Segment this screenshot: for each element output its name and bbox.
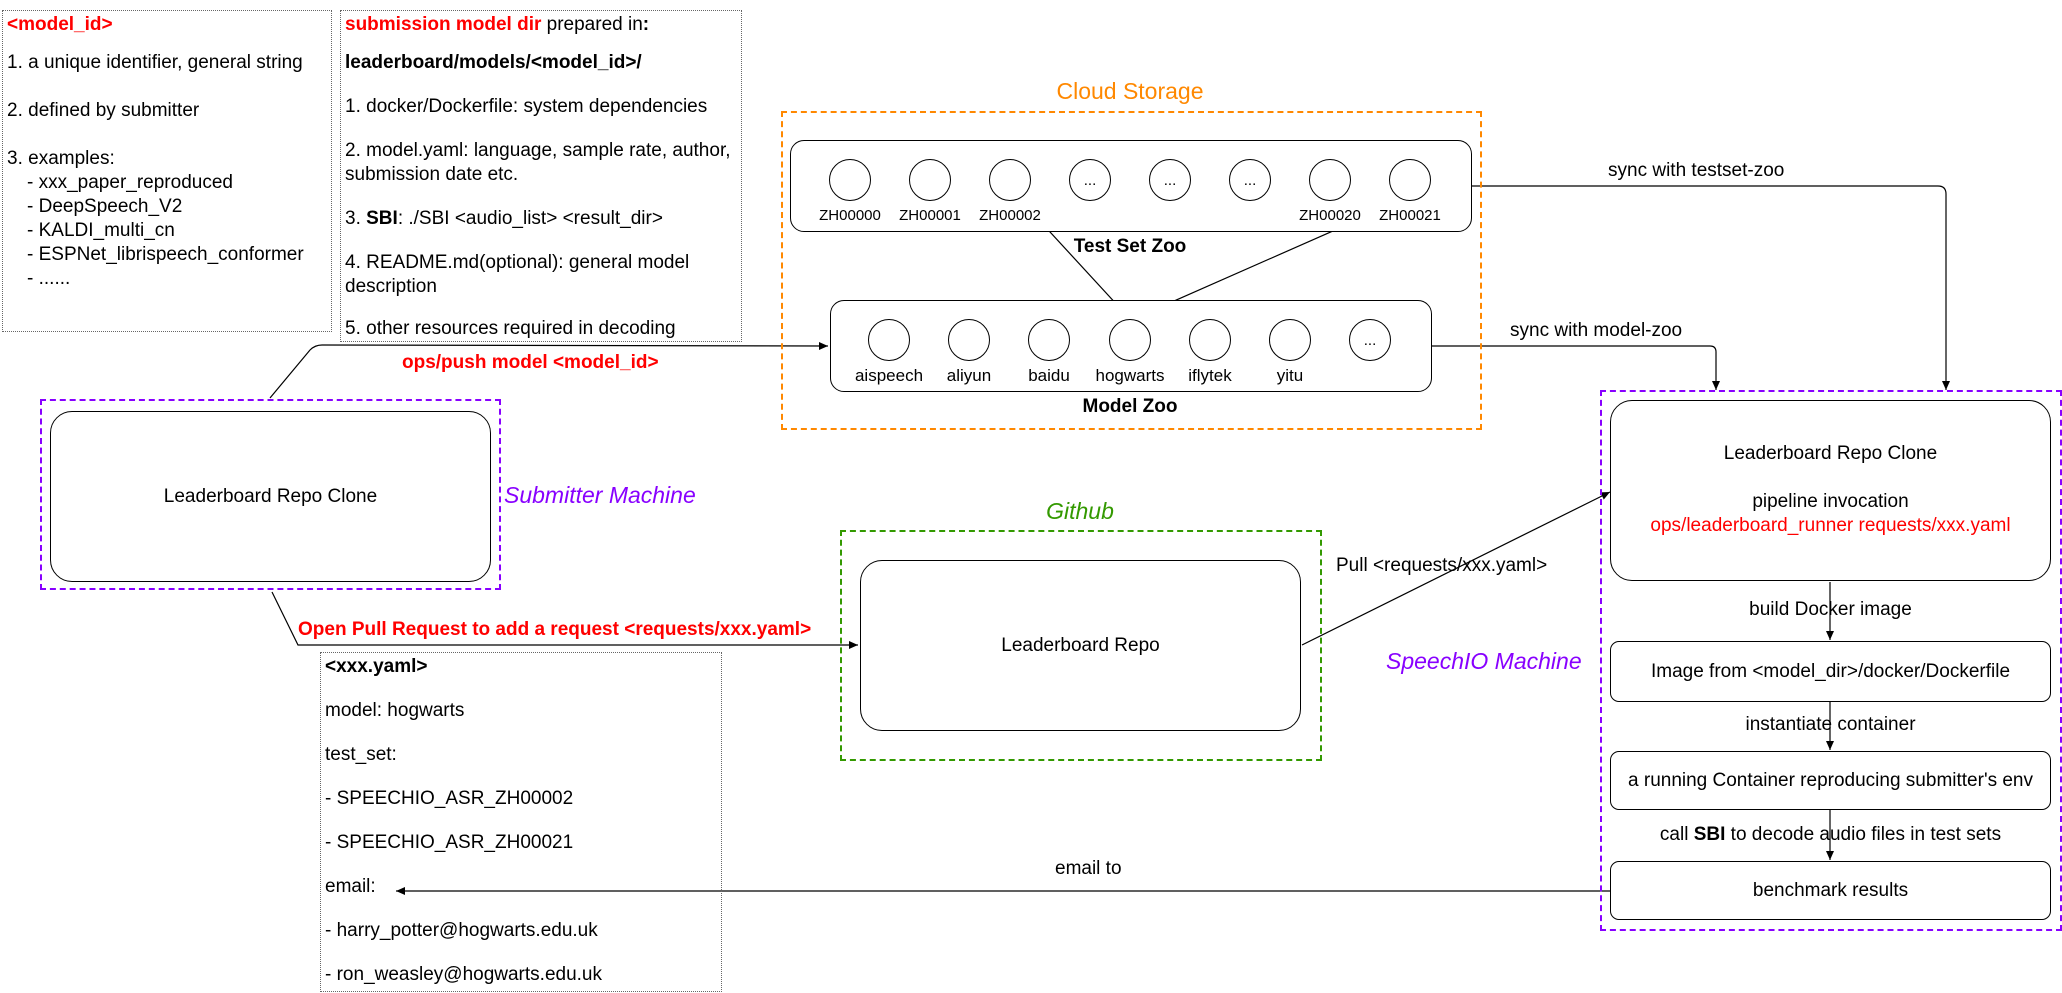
test-set-circle: ...	[1229, 159, 1271, 201]
submission-note-title-rest: prepared in	[541, 14, 643, 35]
test-set-circle: ...	[1069, 159, 1111, 201]
model-label: iflytek	[1188, 366, 1232, 385]
model-id-note-line-3: 3. examples:	[7, 148, 115, 169]
submission-note-item-5: 5. other resources required in decoding	[345, 318, 676, 339]
model-id-note-title: <model_id>	[7, 14, 113, 35]
github-region	[840, 530, 1322, 761]
submission-note-item-2: 2. model.yaml: language, sample rate, au…	[345, 140, 731, 185]
model-circle	[1028, 319, 1070, 361]
submission-dir-note: submission model dir prepared in: leader…	[340, 10, 742, 342]
benchmark-results-box: benchmark results	[1610, 861, 2051, 920]
test-set-label: ZH00001	[899, 207, 961, 224]
test-set-circle	[1389, 159, 1431, 201]
submission-note-title-highlight: submission model dir	[345, 14, 542, 35]
cloud-storage-title: Cloud Storage	[1056, 78, 1204, 104]
yaml-note-title: <xxx.yaml>	[325, 656, 428, 677]
submission-note-item-3-rest: : ./SBI <audio_list> <result_dir>	[397, 208, 663, 229]
model-label: baidu	[1028, 366, 1070, 385]
test-set-circle	[989, 159, 1031, 201]
test-set-circle: ...	[1149, 159, 1191, 201]
call-sbi-keyword: SBI	[1693, 824, 1726, 845]
model-id-note-line-2: 2. defined by submitter	[7, 100, 200, 121]
sync-testset-edge	[1472, 185, 1950, 390]
yaml-note-line: email:	[325, 876, 376, 897]
submission-note-item-1: 1. docker/Dockerfile: system dependencie…	[345, 96, 708, 117]
submission-note-item-4: 4. README.md(optional): general model de…	[345, 252, 690, 297]
test-set-label: ZH00002	[979, 207, 1041, 224]
test-set-circle	[829, 159, 871, 201]
test-set-circle	[1309, 159, 1351, 201]
speechio-pipeline-label: pipeline invocation	[1752, 491, 1909, 512]
email-to-label: email to	[1055, 858, 1122, 879]
yaml-note-line: - SPEECHIO_ASR_ZH00021	[325, 832, 574, 853]
model-id-note: <model_id> 1. a unique identifier, gener…	[2, 10, 332, 332]
pull-request-edge	[271, 591, 858, 649]
cloud-storage-region	[781, 111, 1482, 430]
running-container-box: a running Container reproducing submitte…	[1610, 751, 2051, 810]
build-image-step: build Docker image	[1749, 599, 1912, 620]
sync-testset-label: sync with testset-zoo	[1608, 160, 1785, 181]
model-id-example: - ......	[27, 268, 71, 289]
model-label: hogwarts	[1095, 366, 1165, 385]
model-zoo-label: Model Zoo	[1082, 396, 1178, 417]
model-circle	[948, 319, 990, 361]
model-label: aispeech	[854, 366, 924, 385]
yaml-note-line: - ron_weasley@hogwarts.edu.uk	[325, 964, 602, 985]
yaml-note-line: - harry_potter@hogwarts.edu.uk	[325, 920, 598, 941]
submission-note-item-3-prefix: 3.	[345, 208, 367, 229]
yaml-note-line: - SPEECHIO_ASR_ZH00002	[325, 788, 574, 809]
test-set-circle	[909, 159, 951, 201]
sync-model-edge	[1432, 345, 1720, 390]
model-circle	[1109, 319, 1151, 361]
test-set-label: ZH00000	[819, 207, 881, 224]
call-sbi-rest: to decode audio files in test sets	[1725, 824, 2002, 845]
model-circle	[868, 319, 910, 361]
push-edge	[269, 341, 829, 399]
github-repo-box: Leaderboard Repo	[860, 560, 1301, 731]
test-set-label: ZH00021	[1379, 207, 1441, 224]
github-title: Github	[1046, 498, 1114, 524]
speechio-clone-title: Leaderboard Repo Clone	[1723, 443, 1938, 464]
docker-image-box: Image from <model_dir>/docker/Dockerfile	[1610, 641, 2051, 702]
call-sbi-step: call SBI to decode audio files in test s…	[1610, 824, 2051, 846]
request-yaml-note: <xxx.yaml> model: hogwarts test_set: - S…	[320, 652, 722, 992]
test-set-zoo-container	[790, 140, 1472, 232]
yaml-note-line: model: hogwarts	[325, 700, 465, 721]
submitter-machine-label: Submitter Machine	[504, 482, 696, 508]
submission-note-title-colon: :	[642, 14, 650, 35]
speechio-repo-clone-box	[1610, 400, 2051, 581]
push-model-label: ops/push model <model_id>	[402, 352, 659, 373]
test-set-label: ZH00020	[1299, 207, 1361, 224]
test-set-zoo-label: Test Set Zoo	[1073, 236, 1187, 257]
pull-request-label: Open Pull Request to add a request <requ…	[298, 619, 812, 640]
model-circle: ...	[1349, 319, 1391, 361]
submission-note-item-3: 3. SBI: ./SBI <audio_list> <result_dir>	[345, 207, 663, 231]
yaml-note-line: test_set:	[325, 744, 397, 765]
instantiate-container-step: instantiate container	[1745, 714, 1916, 735]
model-circle	[1189, 319, 1231, 361]
sync-model-label: sync with model-zoo	[1510, 320, 1683, 341]
model-label: aliyun	[946, 366, 992, 385]
model-id-note-line-1: 1. a unique identifier, general string	[7, 52, 303, 73]
speechio-runner-command: ops/leaderboard_runner requests/xxx.yaml	[1650, 515, 2011, 536]
submission-note-item-3-sbi: SBI	[366, 208, 398, 229]
model-circle	[1269, 319, 1311, 361]
speechio-machine-label: SpeechIO Machine	[1386, 648, 1582, 674]
model-id-example: - DeepSpeech_V2	[27, 196, 183, 217]
submitter-repo-clone-box: Leaderboard Repo Clone	[50, 411, 491, 582]
model-id-example: - KALDI_multi_cn	[27, 220, 175, 241]
pull-request-yaml-label: Pull <requests/xxx.yaml>	[1336, 555, 1548, 576]
submitter-machine-region	[40, 399, 501, 590]
call-sbi-prefix: call	[1659, 824, 1694, 845]
model-id-example: - ESPNet_librispeech_conformer	[27, 244, 304, 265]
pull-edge	[1301, 491, 1611, 646]
model-id-example: - xxx_paper_reproduced	[27, 172, 233, 193]
submission-note-path: leaderboard/models/<model_id>/	[345, 52, 642, 73]
model-label: yitu	[1276, 366, 1304, 385]
speechio-machine-region	[1600, 390, 2062, 931]
submission-note-title: submission model dir prepared in:	[345, 13, 649, 37]
